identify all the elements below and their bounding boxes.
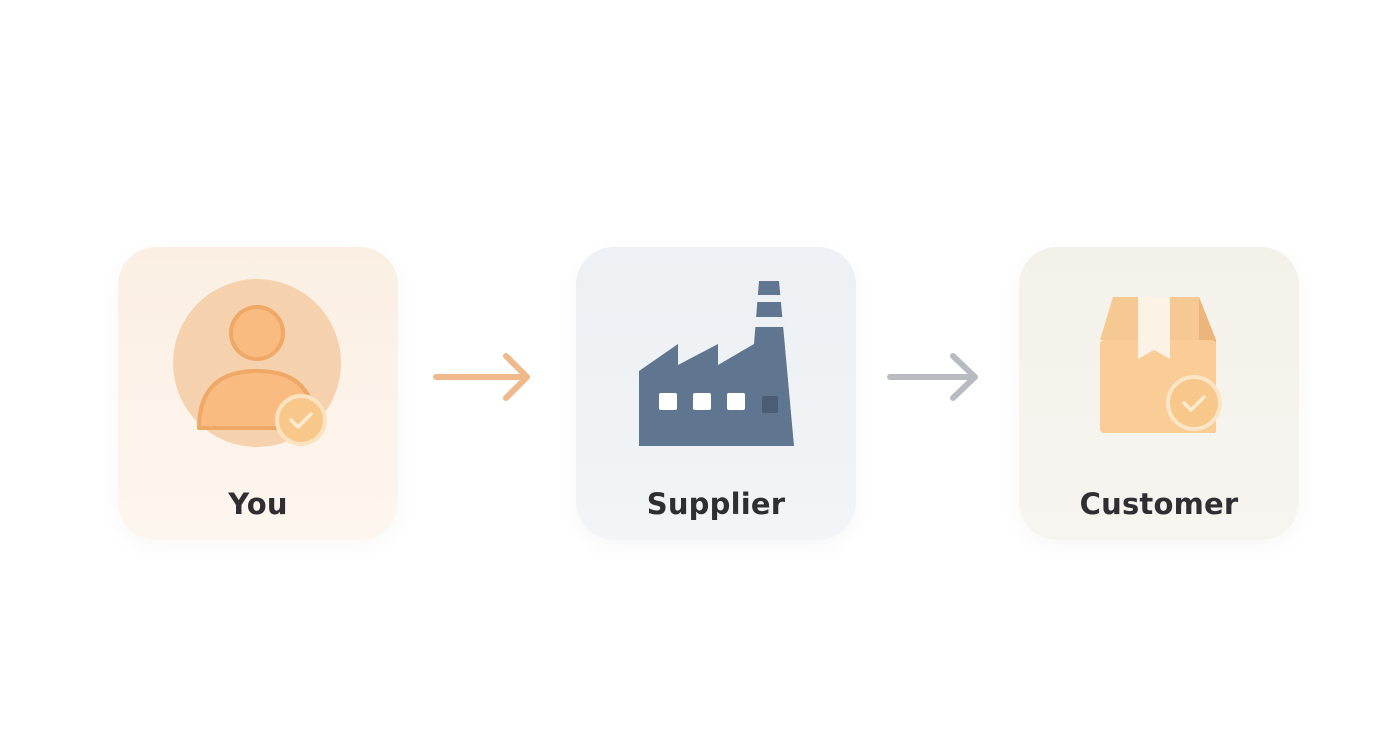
package-check-icon <box>1100 297 1222 433</box>
node-supplier: Supplier <box>576 247 856 540</box>
factory-icon <box>639 281 794 446</box>
node-label-you: You <box>228 487 288 521</box>
person-check-icon <box>173 279 341 447</box>
node-customer: Customer <box>1019 247 1299 540</box>
node-label-supplier: Supplier <box>646 487 786 521</box>
arrow-supplier-to-customer <box>887 353 978 401</box>
node-label-customer: Customer <box>1079 487 1239 521</box>
arrow-you-to-supplier <box>433 353 530 401</box>
node-you: You <box>118 247 398 540</box>
